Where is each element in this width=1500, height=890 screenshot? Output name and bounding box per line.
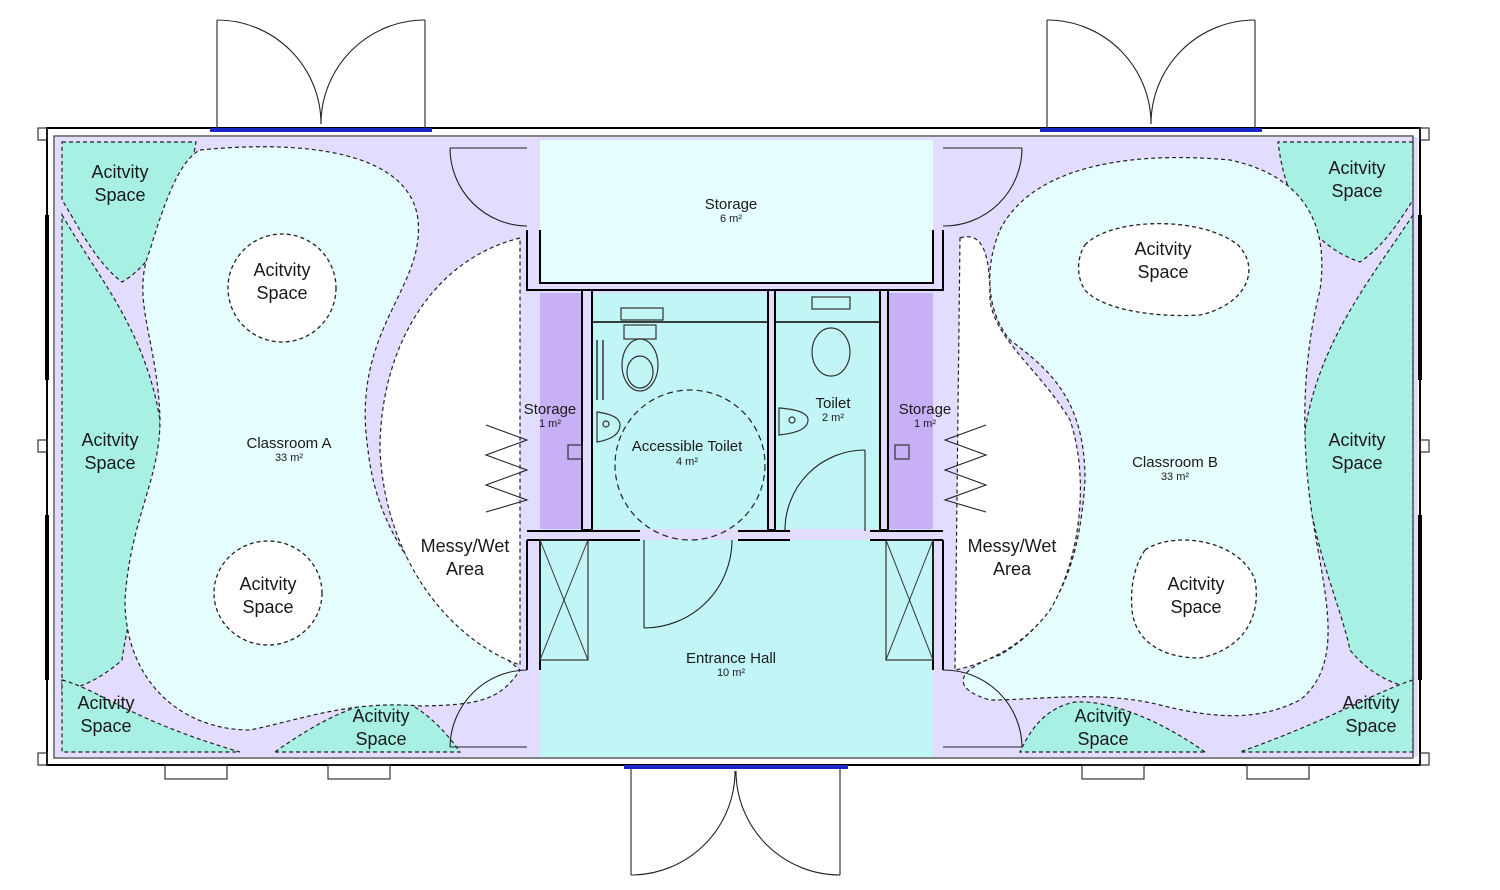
room-area-classroom-b: 33 m²	[1161, 471, 1189, 483]
labels: Storage 6 m² Storage 1 m² Storage 1 m² A…	[77, 158, 1399, 749]
messy-wet-label-b-1: Messy/Wet	[968, 536, 1057, 556]
activity-label-2b: Space	[256, 283, 307, 303]
activity-label-6a: Acitvity	[352, 706, 409, 726]
room-name-storage-top: Storage	[705, 196, 758, 213]
room-name-storage-right: Storage	[899, 401, 952, 418]
room-area-entrance-hall: 10 m²	[717, 667, 745, 679]
room-area-toilet: 2 m²	[822, 412, 844, 424]
storage-left-room	[540, 293, 582, 529]
room-name-classroom-b: Classroom B	[1132, 454, 1218, 471]
room-name-accessible-toilet: Accessible Toilet	[632, 438, 743, 455]
activity-label-3b: Space	[84, 453, 135, 473]
room-name-classroom-a: Classroom A	[246, 435, 331, 452]
room-area-storage-right: 1 m²	[914, 418, 936, 430]
activity-label-2a: Acitvity	[253, 260, 310, 280]
activity-zone-b-upper	[1077, 222, 1250, 317]
activity-zone-a-bottomleft	[61, 679, 241, 753]
messy-wet-zone-b	[954, 236, 1081, 671]
activity-label-10b: Space	[1170, 597, 1221, 617]
activity-zone-a-upper	[227, 233, 337, 343]
activity-label-3a: Acitvity	[81, 430, 138, 450]
activity-zone-b-topright	[1277, 141, 1414, 263]
room-name-toilet: Toilet	[815, 395, 851, 412]
walls	[37, 127, 1430, 766]
activity-label-5b: Space	[80, 716, 131, 736]
central-core	[527, 137, 943, 757]
activity-label-4b: Space	[242, 597, 293, 617]
room-name-storage-left: Storage	[524, 401, 577, 418]
windows	[164, 128, 1310, 780]
activity-zone-b-lower	[1130, 539, 1257, 659]
storage-right-room	[888, 293, 933, 529]
room-area-classroom-a: 33 m²	[275, 452, 303, 464]
activity-label-7b: Space	[1331, 181, 1382, 201]
activity-label-1b: Space	[94, 185, 145, 205]
activity-label-6b: Space	[355, 729, 406, 749]
activity-zone-a-lower	[213, 540, 323, 646]
messy-wet-zone-a	[379, 237, 521, 666]
activity-zone-b-bottomright	[1239, 679, 1414, 753]
activity-label-11a: Acitvity	[1074, 706, 1131, 726]
left-wing	[55, 137, 527, 757]
activity-zone-b-bottom	[1019, 701, 1207, 753]
right-wing	[943, 137, 1418, 757]
activity-label-5a: Acitvity	[77, 693, 134, 713]
messy-wet-label-a-2: Area	[446, 559, 485, 579]
activity-label-4a: Acitvity	[239, 574, 296, 594]
activity-label-12a: Acitvity	[1342, 693, 1399, 713]
activity-label-8a: Acitvity	[1134, 239, 1191, 259]
activity-label-10a: Acitvity	[1167, 574, 1224, 594]
accessible-toilet-room	[592, 293, 768, 529]
storage-top-room	[540, 140, 933, 283]
entrance-hall-room	[540, 540, 933, 757]
room-name-entrance-hall: Entrance Hall	[686, 650, 776, 667]
room-area-storage-left: 1 m²	[539, 418, 561, 430]
turning-circle	[614, 389, 766, 541]
messy-wet-label-a-1: Messy/Wet	[421, 536, 510, 556]
activity-label-8b: Space	[1137, 262, 1188, 282]
activity-label-12b: Space	[1345, 716, 1396, 736]
room-area-storage-top: 6 m²	[720, 213, 742, 225]
activity-label-7a: Acitvity	[1328, 158, 1385, 178]
activity-label-9a: Acitvity	[1328, 430, 1385, 450]
room-area-accessible-toilet: 4 m²	[676, 456, 698, 468]
messy-wet-label-b-2: Area	[993, 559, 1032, 579]
activity-label-11b: Space	[1077, 729, 1128, 749]
fixtures	[567, 296, 910, 541]
doors	[216, 19, 1256, 876]
activity-label-1a: Acitvity	[91, 162, 148, 182]
toilet-room	[775, 293, 880, 529]
activity-label-9b: Space	[1331, 453, 1382, 473]
